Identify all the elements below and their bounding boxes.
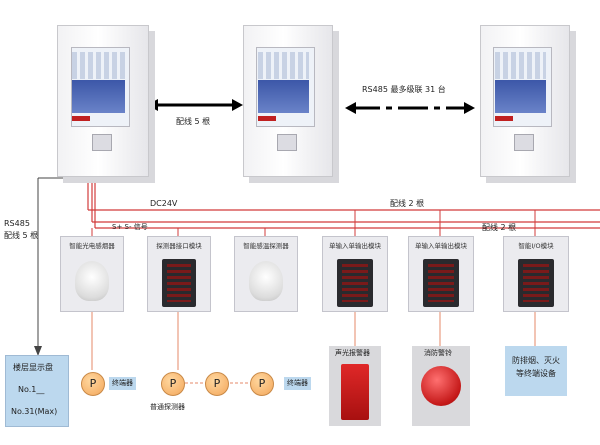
smoke-control-label: 防排烟、灭火等终端设备	[512, 356, 560, 378]
floor-display-title: 楼层显示盘	[13, 363, 53, 372]
device-io-module-2: 单输入单输出模块	[408, 236, 474, 312]
device-caption: 单输入单输出模块	[329, 242, 381, 250]
control-panel-3	[480, 25, 570, 177]
arrow-head-left-2	[345, 102, 356, 114]
label-signal: S+ S- 信号	[112, 223, 148, 231]
device-heat-detector: 智能感温探测器	[234, 236, 298, 312]
fire-bell-label: 消防警铃	[424, 349, 452, 357]
sound-light-label: 声光报警器	[335, 349, 370, 357]
smoke-control-box: 防排烟、灭火等终端设备	[505, 346, 567, 396]
floor-display-box: 楼层显示盘 No.1__ No.31(Max)	[5, 355, 69, 427]
module-icon	[161, 259, 197, 307]
device-io-module-1: 单输入单输出模块	[322, 236, 388, 312]
common-detector-label: 普通探测器	[150, 403, 185, 411]
p-node-1: P	[81, 372, 105, 396]
label-wire2-a: 配线 2 根	[390, 199, 425, 208]
label-dc24v: DC24V	[150, 199, 178, 208]
p-node-4: P	[250, 372, 274, 396]
label-rs485-left: RS485	[4, 219, 30, 228]
label-wire5-left: 配线 5 根	[4, 231, 39, 240]
floor-display-line2: No.31(Max)	[11, 407, 58, 416]
device-caption: 单输入单输出模块	[415, 242, 467, 250]
device-caption: 探测器接口模块	[156, 242, 202, 250]
p-node-2: P	[161, 372, 185, 396]
arrow-head-right	[232, 99, 243, 111]
label-rs485-multi: RS485 最多级联 31 台	[362, 85, 446, 94]
module-icon	[337, 259, 373, 307]
terminal-tag-2: 终端器	[284, 377, 311, 390]
module-icon	[423, 259, 459, 307]
floor-display-line1: No.1__	[18, 385, 45, 394]
device-smoke-detector: 智能光电感烟器	[60, 236, 124, 312]
device-caption: 智能光电感烟器	[69, 242, 115, 250]
arrow-head-left	[147, 99, 158, 111]
module-icon	[518, 259, 554, 307]
heat-detector-icon	[248, 261, 284, 301]
alarm-icon	[341, 364, 369, 420]
p-node-3: P	[205, 372, 229, 396]
control-panel-2	[243, 25, 333, 177]
smoke-detector-icon	[74, 261, 110, 301]
bell-icon	[421, 366, 461, 406]
label-wire2-b: 配线 2 根	[482, 223, 517, 232]
terminal-tag-1: 终端器	[109, 377, 136, 390]
sound-light-alarm: 声光报警器	[329, 346, 381, 426]
device-caption: 智能I/O模块	[518, 242, 554, 250]
arrow-head-right-2	[464, 102, 475, 114]
rs485-arrow	[34, 346, 42, 356]
device-interface-module: 探测器接口模块	[147, 236, 211, 312]
fire-bell: 消防警铃	[412, 346, 470, 426]
control-panel-1	[57, 25, 149, 177]
device-io-module-3: 智能I/O模块	[503, 236, 569, 312]
device-caption: 智能感温探测器	[243, 242, 289, 250]
label-wire5-top: 配线 5 根	[176, 117, 211, 126]
